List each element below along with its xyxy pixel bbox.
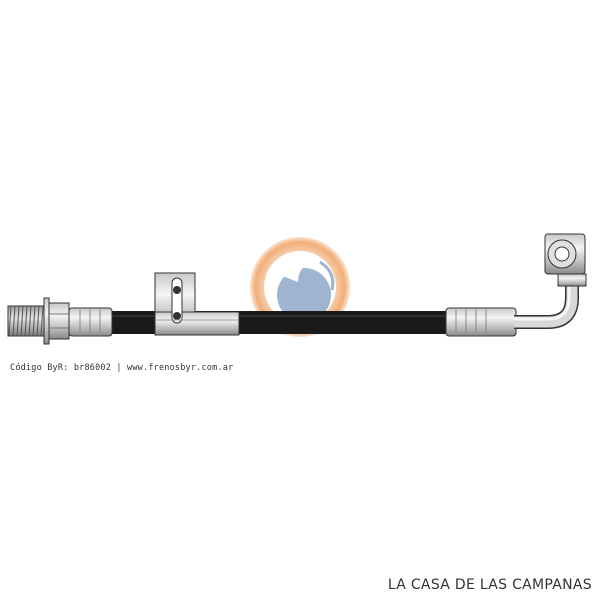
right-ferrule [445,307,517,337]
caption-separator: | [116,363,122,373]
code-value: br86002 [73,363,112,373]
part-caption: Código ByR: br86002 | www.frenosbyr.com.… [10,363,233,373]
store-name: LA CASA DE LAS CAMPANAS [387,577,592,593]
banjo-fitting [544,233,587,287]
code-label: Código ByR: [10,363,69,373]
left-ferrule [68,307,113,337]
website-text: www.frenosbyr.com.ar [127,363,234,373]
left-threaded-fitting [7,297,70,345]
bent-metal-tube [514,272,579,329]
mounting-bracket [154,272,240,336]
